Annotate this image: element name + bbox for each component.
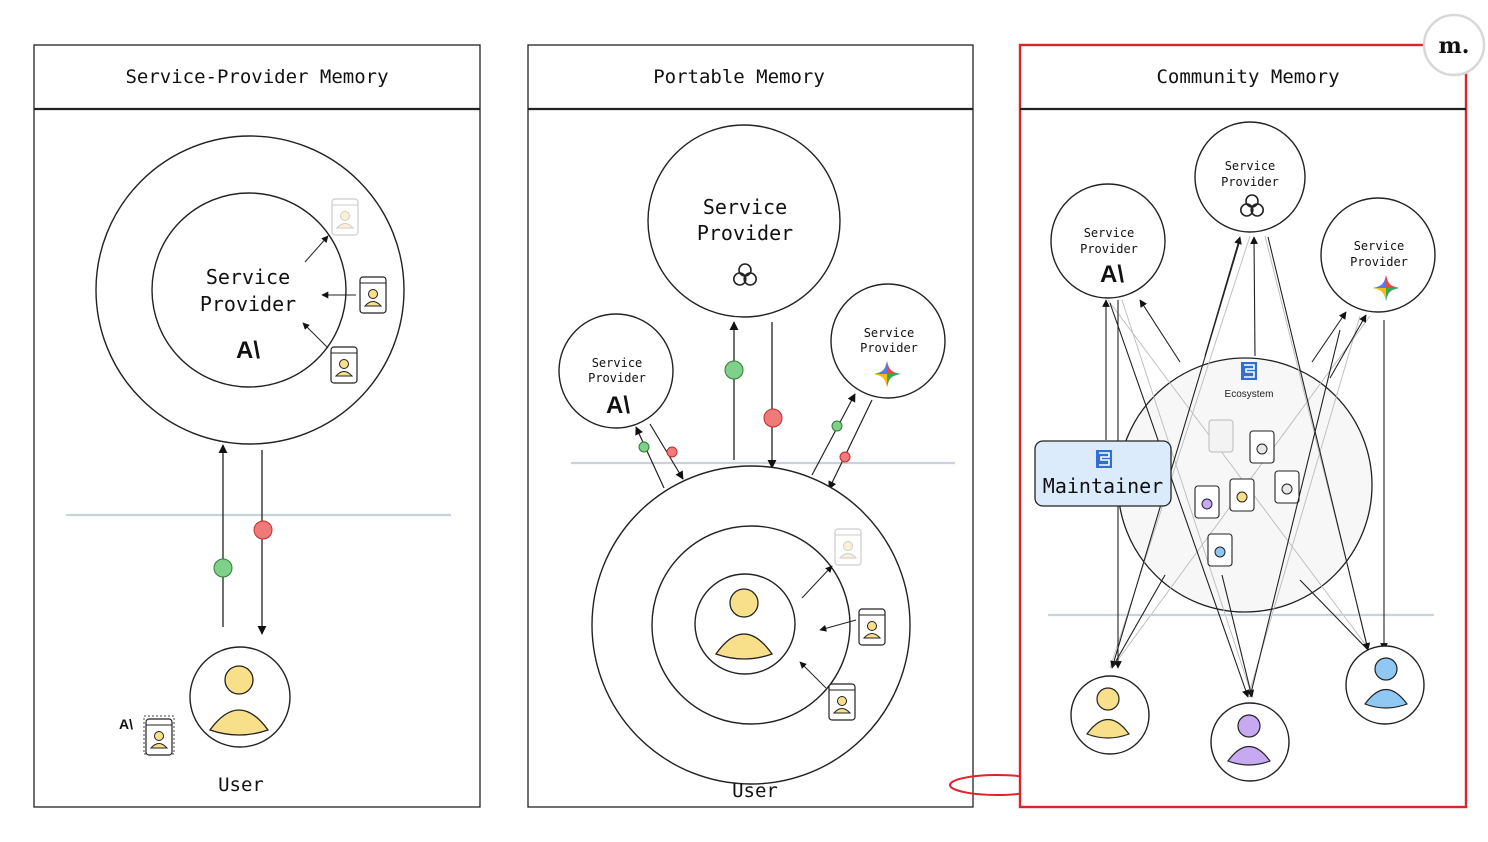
provider-label-line2: Provider xyxy=(200,292,296,316)
provider-label-line1: Service xyxy=(1084,226,1135,240)
provider-circle-anthropic xyxy=(558,313,674,429)
provider-label-line1: Service xyxy=(703,195,787,219)
provider-label-line2: Provider xyxy=(1350,255,1408,269)
outer-circle xyxy=(95,135,405,445)
memory-card-icon xyxy=(858,608,886,646)
user-avatar-blue xyxy=(1345,645,1425,725)
user-label: User xyxy=(732,780,778,802)
green-token-icon xyxy=(831,420,843,432)
panel-service-provider-memory: Service-Provider Memory Service Provider… xyxy=(33,44,481,808)
memory-card-icon xyxy=(828,683,856,721)
memory-card-icon xyxy=(145,718,173,756)
panel-portable-memory: Portable Memory Service Provider Service… xyxy=(527,44,974,808)
user-avatar-yellow xyxy=(1070,675,1150,755)
memory-card-faded-icon xyxy=(331,198,359,236)
user-memory-circle xyxy=(651,525,851,725)
provider-label-line2: Provider xyxy=(697,221,793,245)
anthropic-logo-icon: A\ xyxy=(236,337,260,364)
provider-circle xyxy=(151,192,347,388)
provider-label-line1: Service xyxy=(864,326,915,340)
panel-community-memory: Community Memory Ecosystem xyxy=(1018,43,1468,809)
red-token-icon xyxy=(253,520,273,540)
green-token-icon xyxy=(724,360,744,380)
ecosystem-memory-cards xyxy=(1194,419,1300,567)
ecosystem-label: Ecosystem xyxy=(1225,389,1274,400)
red-token-icon xyxy=(763,408,783,428)
provider-label-line2: Provider xyxy=(1221,175,1279,189)
brand-logo-text: m. xyxy=(1439,33,1470,59)
provider-label-line2: Provider xyxy=(1080,242,1138,256)
provider-label-line2: Provider xyxy=(860,341,918,355)
provider-circle-anthropic xyxy=(1050,183,1166,299)
provider-label-line1: Service xyxy=(592,356,643,370)
panel-title: Portable Memory xyxy=(653,66,825,88)
user-avatar xyxy=(189,646,291,748)
brand-logo: m. xyxy=(1422,13,1486,77)
memory-card-faded-icon xyxy=(834,528,862,566)
provider-label-line1: Service xyxy=(1354,239,1405,253)
red-token-icon xyxy=(839,451,851,463)
anthropic-logo-icon: A\ xyxy=(1100,261,1124,288)
memory-card-icon xyxy=(359,276,387,314)
provider-label-line1: Service xyxy=(206,265,290,289)
provider-label-line1: Service xyxy=(1225,159,1276,173)
green-token-icon xyxy=(213,558,233,578)
green-token-icon xyxy=(638,441,650,453)
ecosystem-icon xyxy=(1240,361,1258,381)
panel-title: Service-Provider Memory xyxy=(125,66,388,88)
user-avatar-purple xyxy=(1210,702,1290,782)
provider-circle-gemini xyxy=(830,283,946,399)
provider-label-line2: Provider xyxy=(588,371,646,385)
red-token-icon xyxy=(666,446,678,458)
provider-circle-openai xyxy=(1194,121,1306,233)
maintainer-icon xyxy=(1095,449,1113,469)
user-label: User xyxy=(218,774,264,796)
anthropic-logo-icon: A\ xyxy=(119,716,133,732)
anthropic-logo-icon: A\ xyxy=(606,392,630,419)
provider-circle-openai xyxy=(647,124,841,318)
memory-card-icon xyxy=(330,346,358,384)
maintainer-box xyxy=(1034,440,1172,507)
provider-circle-gemini xyxy=(1320,197,1436,313)
maintainer-label: Maintainer xyxy=(1043,474,1163,498)
panel-title: Community Memory xyxy=(1156,66,1339,88)
